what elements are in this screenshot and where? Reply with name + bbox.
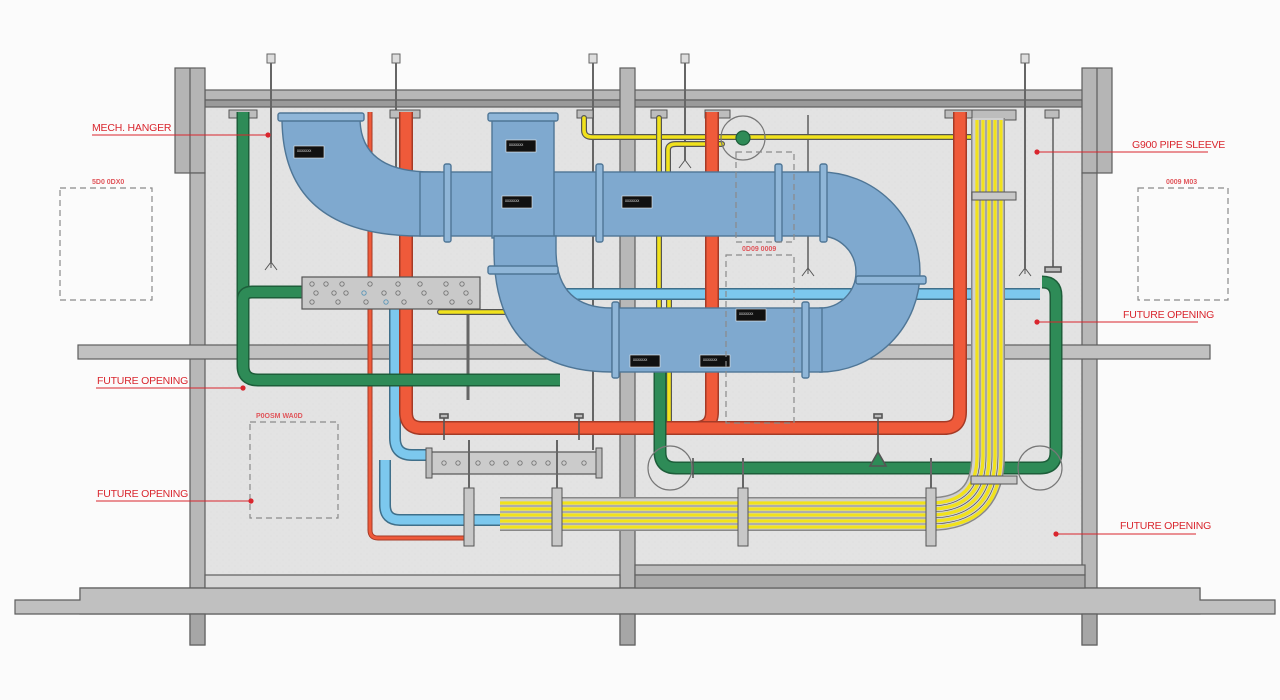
hanger-rods — [266, 53, 1054, 450]
svg-text:MECH. HANGER: MECH. HANGER — [92, 122, 172, 134]
hot-water-line — [367, 112, 967, 541]
svg-text:XXXXXXX: XXXXXXX — [625, 199, 640, 203]
duct-tag: XXXXXXX — [699, 354, 731, 368]
svg-text:FUTURE OPENING: FUTURE OPENING — [1123, 309, 1214, 321]
duct-tag: XXXXXXX — [293, 145, 325, 159]
top-beam — [204, 89, 1086, 101]
callout-future-opening: FUTURE OPENING — [96, 488, 254, 504]
callout-future-opening: FUTURE OPENING — [1034, 309, 1214, 325]
svg-text:XXXXXXX: XXXXXXX — [703, 358, 718, 362]
valve-stems — [439, 260, 1062, 478]
chilled-water-line — [236, 112, 1063, 475]
opening-left-bottom — [249, 421, 339, 519]
opening-left-top — [59, 187, 153, 301]
callout-pipe-sleeve: G900 PIPE SLEEVE — [1034, 139, 1226, 155]
callout-future-opening: FUTURE OPENING — [1053, 520, 1211, 537]
pipe-sleeve-circles — [647, 115, 1063, 491]
duct-tag: XXXXXXX — [501, 195, 533, 209]
building-structure — [14, 67, 1276, 646]
hanger-clevis-icons — [264, 159, 1032, 277]
svg-text:FUTURE OPENING: FUTURE OPENING — [97, 488, 188, 500]
duct-tag: XXXXXXX — [629, 354, 661, 368]
duct-tags: XXXXXXX XXXXXXX XXXXXXX XXXXXXX XXXXXXX … — [293, 139, 767, 368]
callouts: MECH. HANGER G900 PIPE SLEEVE FUTURE OPE… — [92, 122, 1226, 537]
duct-tag: XXXXXXX — [735, 308, 767, 322]
opening-sleeve — [735, 151, 795, 243]
svg-text:XXXXXXX: XXXXXXX — [505, 199, 520, 203]
opening-label: 0D09 0009 — [742, 246, 776, 253]
manifold-header — [301, 276, 481, 310]
svg-text:XXXXXXX: XXXXXXX — [739, 312, 754, 316]
opening-right-top — [1137, 187, 1229, 301]
conduit-support-straps — [463, 191, 1018, 547]
callout-mech-hanger: MECH. HANGER — [92, 122, 271, 138]
opening-label: P0OSM WA0D — [256, 413, 303, 420]
svg-text:XXXXXXX: XXXXXXX — [633, 358, 648, 362]
opening-label: 0009 M03 — [1166, 179, 1197, 186]
svg-text:FUTURE OPENING: FUTURE OPENING — [1120, 520, 1211, 532]
svg-text:FUTURE OPENING: FUTURE OPENING — [97, 375, 188, 387]
duct-tag: XXXXXXX — [505, 139, 537, 153]
lower-distribution-header — [425, 447, 603, 479]
svg-text:G900 PIPE SLEEVE: G900 PIPE SLEEVE — [1132, 139, 1225, 151]
svg-text:XXXXXXX: XXXXXXX — [297, 149, 312, 153]
callout-future-opening: FUTURE OPENING — [96, 375, 246, 391]
opening-label: 5D0 0DX0 — [92, 179, 124, 186]
opening-outlines — [59, 151, 1229, 519]
opening-center — [725, 254, 795, 424]
duct-tag: XXXXXXX — [621, 195, 653, 209]
svg-text:XXXXXXX: XXXXXXX — [509, 143, 524, 147]
